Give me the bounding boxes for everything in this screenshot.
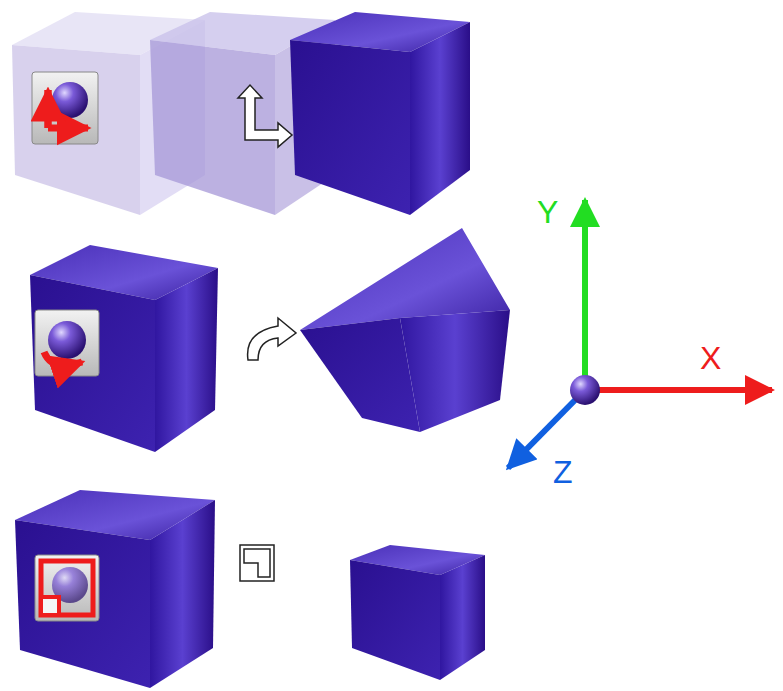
rotated-cube [300,228,510,432]
axis-label: Z [553,456,573,488]
rotate-symbol [248,318,296,360]
scale-icon [35,555,99,621]
scaled-cube [350,545,485,680]
cube [30,245,218,452]
cube [15,490,215,688]
scale-symbol [240,545,274,581]
move-symbol [238,85,292,147]
axis-label: Y [537,196,558,228]
axis-gizmo [508,200,772,468]
move-icon [32,72,98,144]
rotate-icon [35,310,99,376]
cube [290,12,470,215]
axis-label: X [700,342,721,374]
